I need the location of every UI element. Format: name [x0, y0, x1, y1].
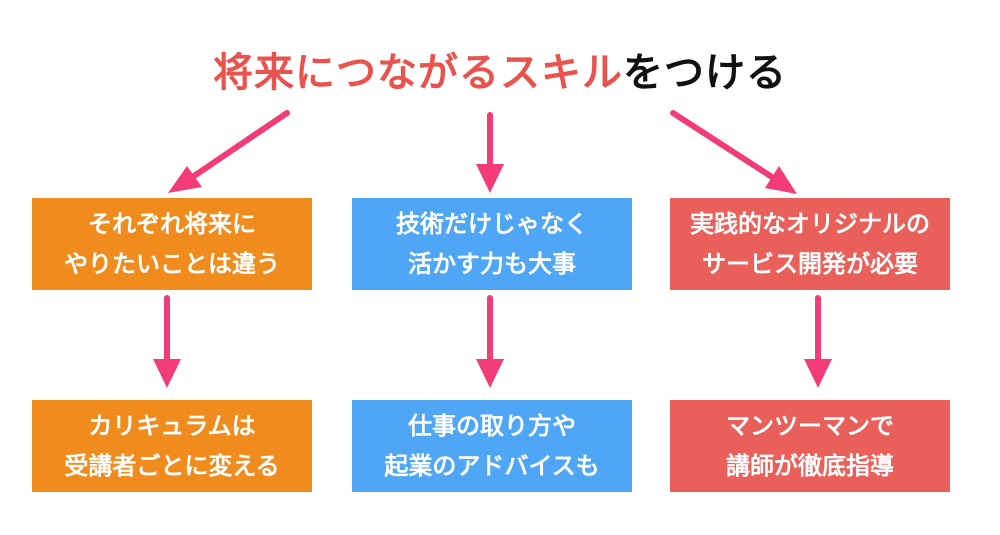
title-highlight: 将来につながるスキル — [213, 50, 623, 96]
box-column-1-bottom: カリキュラムは 受講者ごとに変える — [32, 400, 312, 492]
box-line: やりたいことは違う — [64, 250, 280, 278]
box-line: カリキュラムは — [88, 412, 256, 440]
box-line: 受講者ごとに変える — [64, 452, 280, 480]
box-column-2-top: 技術だけじゃなく 活かす力も大事 — [352, 198, 632, 290]
title-rest: をつける — [623, 50, 787, 96]
box-line: マンツーマンで — [726, 412, 894, 440]
box-line: 起業のアドバイスも — [384, 452, 600, 480]
box-column-3-bottom: マンツーマンで 講師が徹底指導 — [670, 400, 950, 492]
box-line: サービス開発が必要 — [702, 250, 918, 278]
box-line: 活かす力も大事 — [408, 250, 576, 278]
box-column-2-bottom: 仕事の取り方や 起業のアドバイスも — [352, 400, 632, 492]
arrow-column-2-down — [476, 295, 504, 388]
box-line: 仕事の取り方や — [408, 412, 576, 440]
arrow-title-to-column-2 — [476, 112, 504, 193]
box-line: 技術だけじゃなく — [396, 210, 588, 238]
box-line: 実践的なオリジナルの — [690, 210, 930, 238]
box-column-3-top: 実践的なオリジナルの サービス開発が必要 — [670, 198, 950, 290]
arrow-column-1-down — [153, 295, 181, 388]
arrow-column-3-down — [804, 295, 832, 388]
arrow-title-to-column-3 — [670, 110, 797, 194]
box-line: 講師が徹底指導 — [726, 452, 894, 480]
diagram-title: 将来につながるスキルをつける — [0, 40, 1000, 98]
box-line: それぞれ将来に — [88, 210, 256, 238]
box-column-1-top: それぞれ将来に やりたいことは違う — [32, 198, 312, 290]
arrow-title-to-column-1 — [168, 110, 290, 193]
